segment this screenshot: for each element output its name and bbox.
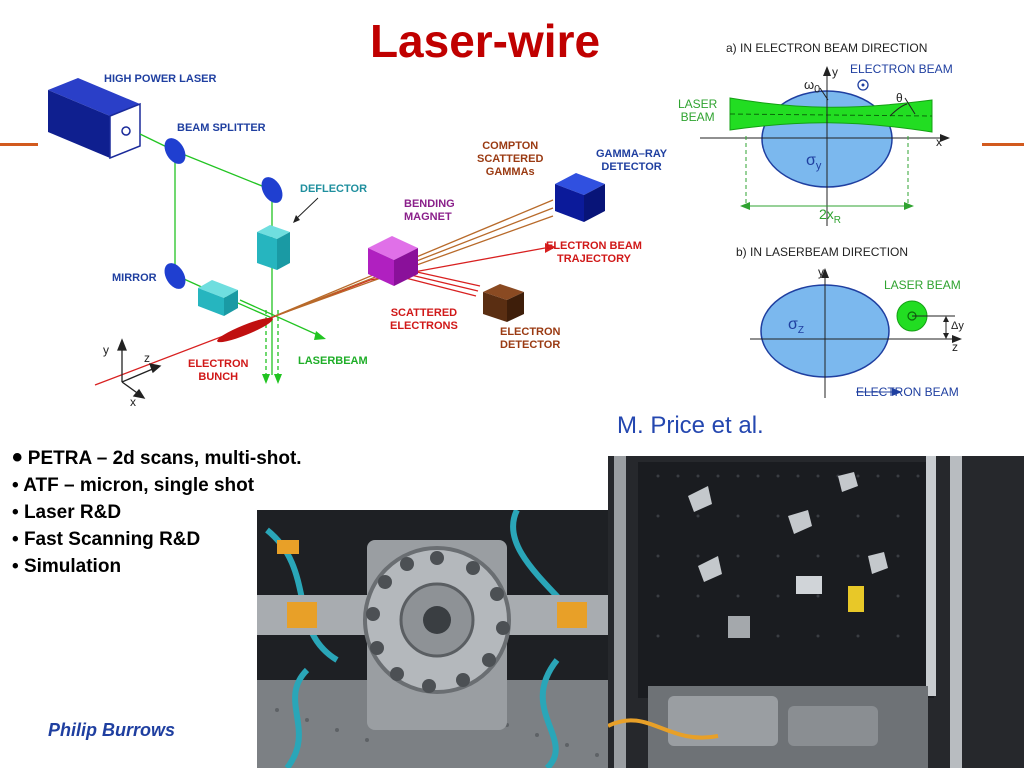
axis-label-z: z	[144, 351, 150, 365]
axis-triad	[117, 338, 162, 399]
delta-y-label: Δy	[951, 320, 964, 332]
section-b-electron-beam: ELECTRON BEAM	[856, 385, 959, 399]
section-b-axis-z: z	[952, 340, 958, 354]
two-x-r-label: 2xR	[819, 206, 842, 226]
accent-rule-left	[0, 143, 38, 146]
deflector-top	[257, 225, 290, 239]
electron-detector-side	[507, 292, 524, 322]
label-electron-beam-trajectory: ELECTRON BEAM TRAJECTORY	[546, 240, 642, 265]
vacuum-chamber-photo	[257, 510, 610, 768]
optic-cube-top	[198, 280, 238, 298]
beam-splitter-optic	[164, 138, 186, 164]
theta-symbol: θ	[896, 91, 903, 105]
bending-magnet-side	[394, 248, 418, 286]
section-a-title: a) IN ELECTRON BEAM DIRECTION	[726, 41, 928, 55]
setup-drawing	[48, 78, 605, 399]
axis-label-y: y	[103, 343, 109, 357]
gamma-detector-side	[584, 184, 605, 222]
sigma-z-label: σZ	[788, 316, 804, 337]
axis-label-x: x	[130, 395, 136, 409]
gamma-detector-front	[555, 184, 584, 222]
label-deflector: DEFLECTOR	[300, 183, 368, 195]
laser-box-front	[48, 90, 110, 158]
bullet-list: • PETRA – 2d scans, multi-shot. • ATF – …	[12, 441, 302, 580]
label-gamma-ray-detector: GAMMA–RAY DETECTOR	[596, 148, 668, 173]
optical-table-drawing	[608, 456, 1024, 768]
laser-aperture	[121, 126, 131, 136]
vacuum-chamber-drawing	[257, 510, 610, 768]
label-compton-gammas: COMPTON SCATTERED GAMMAs	[477, 140, 544, 178]
accent-rule-right	[982, 143, 1024, 146]
label-bending-magnet: BENDING MAGNET	[404, 198, 455, 223]
optic-cube-side	[224, 290, 238, 316]
label-electron-bunch: ELECTRON BUNCH	[188, 358, 249, 383]
laser-down-dashed	[265, 310, 279, 378]
section-a-electron-beam: ELECTRON BEAM	[850, 62, 953, 76]
deflector-front	[257, 232, 277, 270]
optical-table-photo	[608, 456, 1024, 768]
bending-magnet-top	[368, 236, 418, 260]
cross-section-drawing	[700, 66, 962, 398]
laser-box-face	[109, 102, 141, 160]
laser-wire-setup-diagram: HIGH POWER LASER BEAM SPLITTER DEFLECTOR…	[0, 60, 667, 420]
label-high-power-laser: HIGH POWER LASER	[104, 73, 217, 85]
section-b-axis-y: y	[818, 265, 824, 279]
laser-arrowheads	[262, 331, 326, 384]
section-b-title: b) IN LASERBEAM DIRECTION	[736, 245, 909, 259]
gamma-detector-top	[555, 173, 605, 195]
label-beam-splitter: BEAM SPLITTER	[177, 122, 266, 134]
deflector-side	[277, 232, 290, 270]
laser-beam-bowtie	[729, 97, 933, 133]
label-mirror: MIRROR	[112, 272, 157, 284]
section-a-axis-x: x	[936, 135, 942, 149]
mirror-optic	[164, 263, 186, 289]
section-a-laser-beam: LASER BEAM	[678, 97, 718, 124]
bullet-item: • Laser R&D	[12, 502, 122, 523]
label-laserbeam: LASERBEAM	[298, 355, 368, 367]
breadboard-holes	[656, 474, 920, 638]
electron-detector-top	[483, 284, 524, 300]
beam-cross-section-diagrams: a) IN ELECTRON BEAM DIRECTION ELECTRON B…	[660, 36, 1000, 408]
section-b-laser-beam: LASER BEAM	[884, 278, 961, 292]
bullet-item: • PETRA – 2d scans, multi-shot.	[12, 441, 302, 474]
omega-symbol: ω0	[804, 77, 821, 96]
credit-text: M. Price et al.	[617, 412, 764, 439]
bending-magnet-front	[368, 248, 394, 286]
bullet-item: • Simulation	[12, 556, 122, 577]
author-name: Philip Burrows	[48, 720, 176, 740]
bullet-item: • Fast Scanning R&D	[12, 529, 201, 550]
electron-detector-front	[483, 292, 507, 322]
deflector-mirror-optic	[261, 177, 283, 203]
electron-bunch-shape	[217, 317, 273, 343]
laser-box-top	[48, 78, 140, 116]
slide-title: Laser-wire	[369, 15, 601, 67]
sigma-y-label: σy	[806, 152, 822, 173]
label-electron-detector: ELECTRON DETECTOR	[500, 326, 561, 351]
bullet-item: • ATF – micron, single shot	[12, 475, 255, 496]
label-scattered-electrons: SCATTERED ELECTRONS	[390, 307, 458, 332]
optic-cube-front	[198, 288, 224, 316]
section-a-axis-y: y	[832, 65, 838, 79]
